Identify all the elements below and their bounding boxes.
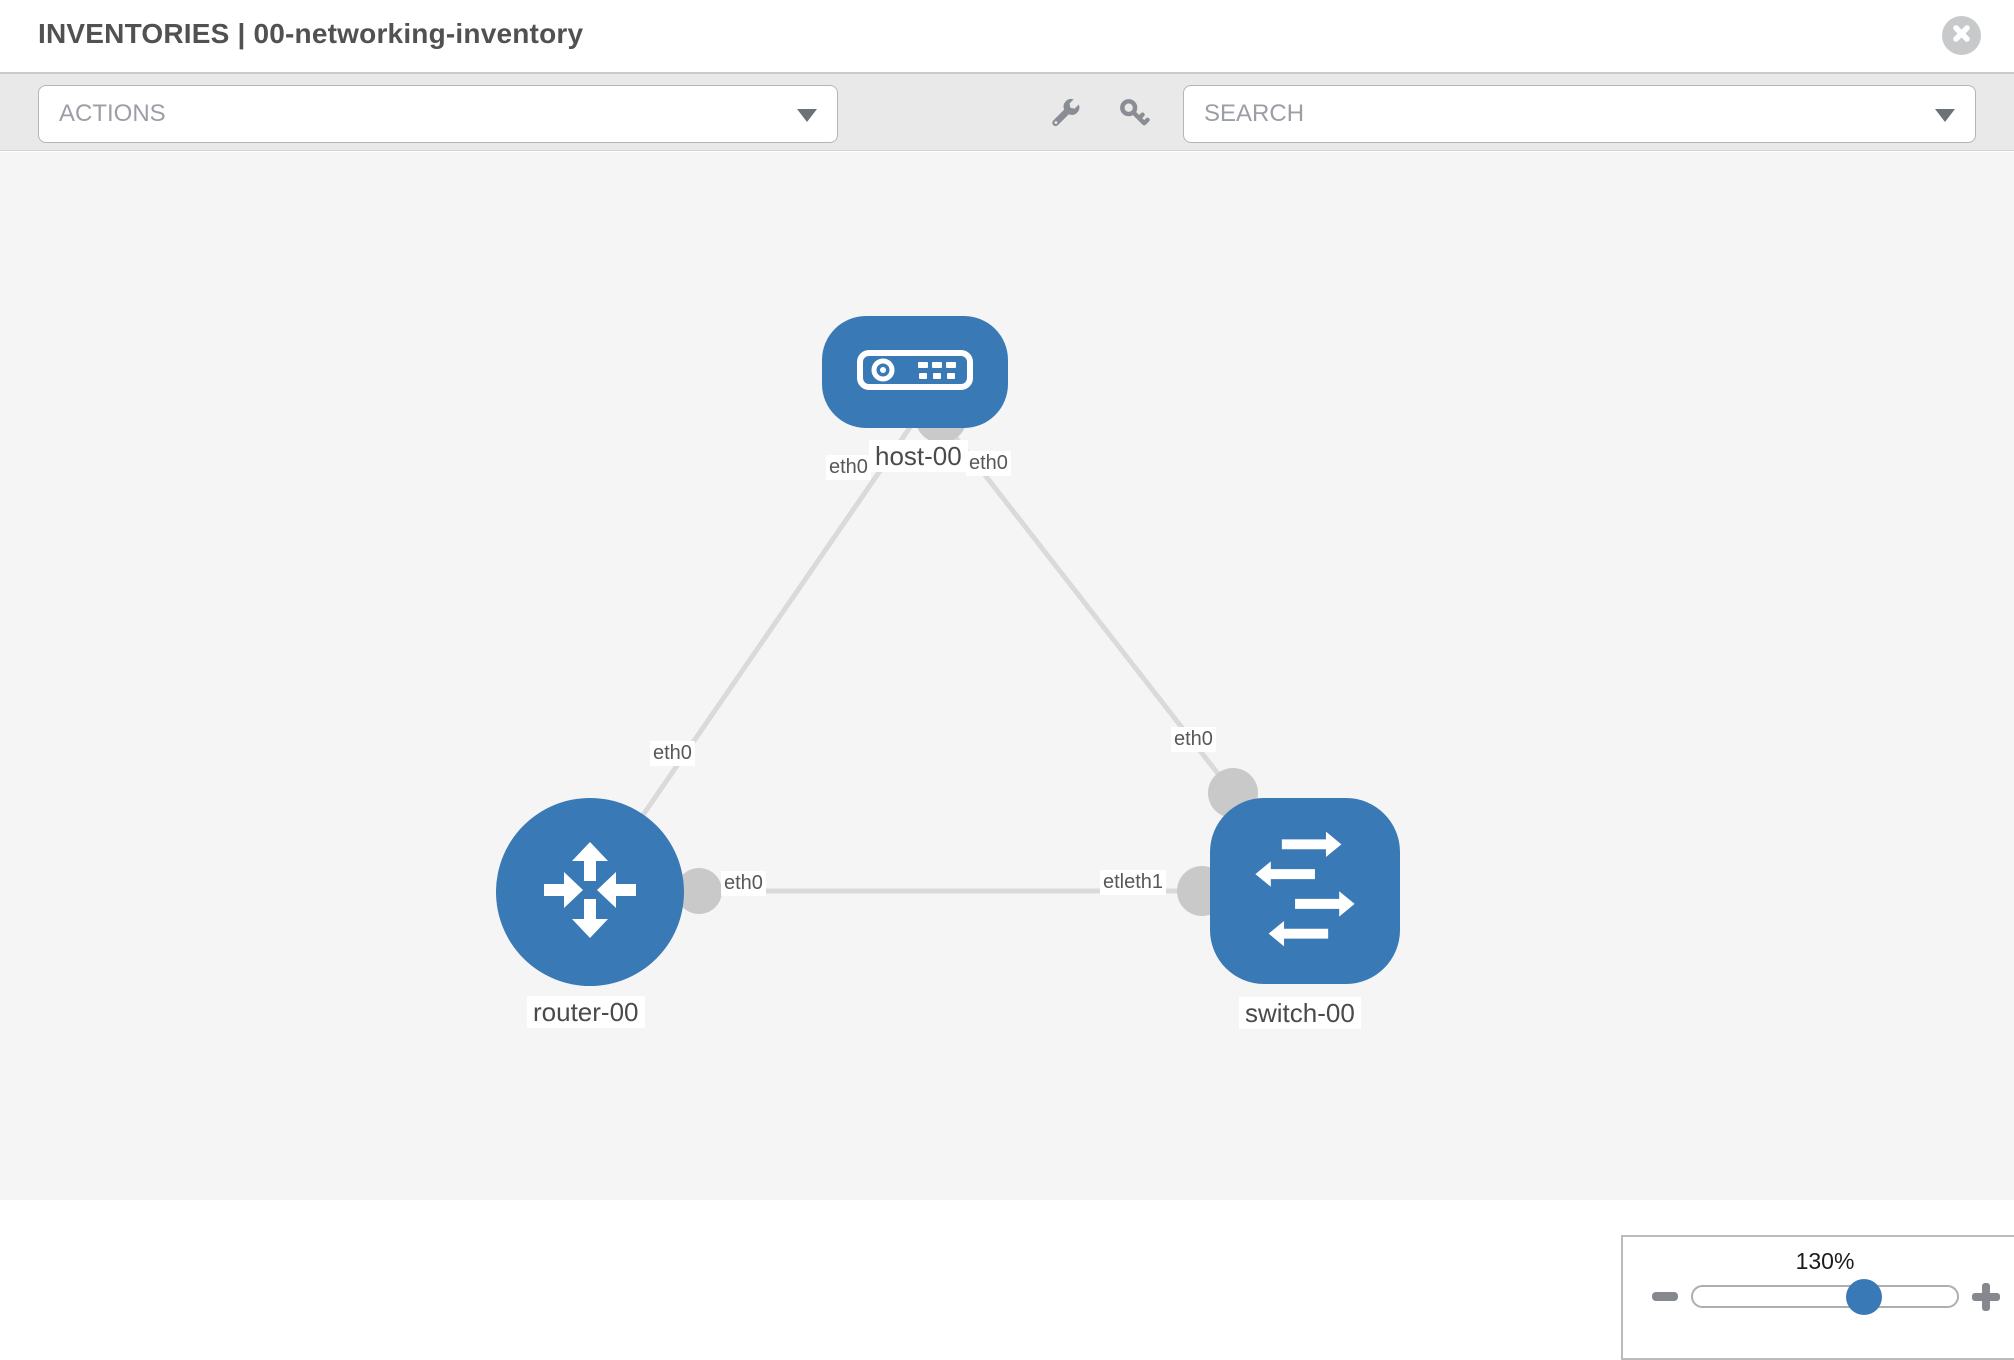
actions-dropdown-label: ACTIONS <box>59 100 166 127</box>
interface-label-switch-left: etleth1 <box>1100 870 1167 895</box>
node-host-00[interactable] <box>822 316 1008 428</box>
key-button[interactable] <box>1115 96 1153 134</box>
switch-icon <box>1244 830 1366 953</box>
zoom-slider-handle[interactable] <box>1846 1279 1882 1315</box>
page-title: INVENTORIES | 00-networking-inventory <box>38 18 584 49</box>
interface-label-host-left: eth0 <box>826 455 871 480</box>
zoom-level-value: 130% <box>1795 1248 1855 1274</box>
router-icon <box>534 834 646 951</box>
chevron-down-icon <box>1935 109 1955 122</box>
search-dropdown[interactable]: SEARCH <box>1183 85 1976 143</box>
zoom-slider-track[interactable] <box>1691 1285 1959 1308</box>
node-label-router: router-00 <box>527 996 645 1028</box>
link-host-router <box>587 418 918 894</box>
interface-label-router-top: eth0 <box>650 741 695 766</box>
zoom-in-button[interactable] <box>1972 1283 2000 1311</box>
topology-links-layer <box>587 391 1258 916</box>
wrench-button[interactable] <box>1046 96 1084 134</box>
search-placeholder: SEARCH <box>1204 100 1305 127</box>
close-icon <box>1952 24 1971 48</box>
connector-router-right <box>676 868 722 914</box>
topology-canvas[interactable]: eth0 host-00 eth0 eth0 eth0 eth0 etleth1… <box>0 152 2014 1360</box>
close-button[interactable] <box>1942 16 1981 55</box>
zoom-panel: 130% <box>1621 1235 2014 1360</box>
actions-dropdown[interactable]: ACTIONS <box>38 85 838 143</box>
chevron-down-icon <box>797 109 817 122</box>
node-label-host: host-00 <box>869 440 968 472</box>
server-icon <box>857 349 973 395</box>
node-switch-00[interactable] <box>1210 798 1400 984</box>
wrench-icon <box>1048 96 1082 135</box>
zoom-out-button[interactable] <box>1652 1292 1678 1301</box>
node-label-switch: switch-00 <box>1239 997 1361 1029</box>
node-router-00[interactable] <box>496 798 684 986</box>
toolbar: ACTIONS SEARCH <box>0 72 2014 151</box>
interface-label-router-right: eth0 <box>721 871 766 896</box>
window-header: INVENTORIES | 00-networking-inventory <box>0 0 2014 72</box>
key-icon <box>1117 96 1151 135</box>
interface-label-switch-top: eth0 <box>1171 727 1216 752</box>
interface-label-host-right: eth0 <box>966 451 1011 476</box>
